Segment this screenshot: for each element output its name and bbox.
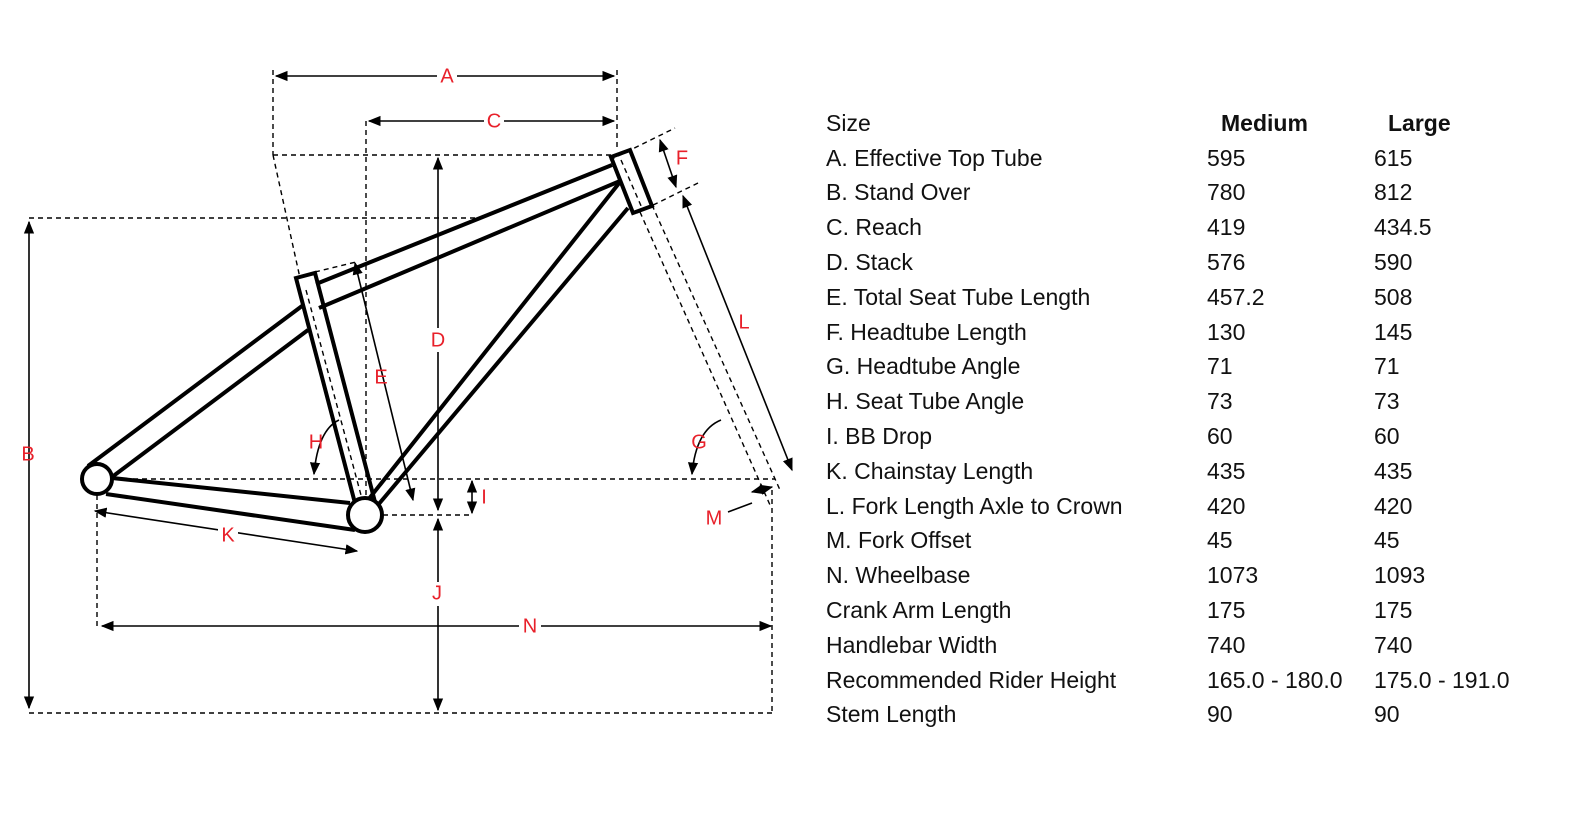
large-value: 420	[1374, 492, 1413, 519]
table-row: E. Total Seat Tube Length 457.2 508	[826, 280, 1534, 315]
construction-lines	[29, 70, 781, 714]
table-row: C. Reach 419 434.5	[826, 210, 1534, 245]
label-a: A	[440, 65, 454, 87]
measurement-name: Crank Arm Length	[826, 597, 1012, 624]
medium-value: 175	[1207, 597, 1246, 624]
rear-axle	[80, 462, 114, 496]
table-row: B. Stand Over 780 812	[826, 176, 1534, 211]
measurement-name: A. Effective Top Tube	[826, 144, 1043, 171]
medium-value: 73	[1207, 388, 1233, 415]
medium-value: 595	[1207, 144, 1246, 171]
label-n: N	[523, 615, 537, 637]
large-value: 145	[1374, 318, 1413, 345]
table-header: Size Medium Large	[826, 106, 1534, 141]
label-h: H	[309, 431, 323, 453]
label-m: M	[706, 507, 723, 529]
table-row: N. Wheelbase 1073 1093	[826, 558, 1534, 593]
medium-value: 60	[1207, 423, 1233, 450]
measurement-name: L. Fork Length Axle to Crown	[826, 492, 1123, 519]
table-row: M. Fork Offset 45 45	[826, 524, 1534, 559]
medium-value: 435	[1207, 457, 1246, 484]
large-value: 740	[1374, 631, 1413, 658]
measurement-name: Stem Length	[826, 701, 957, 728]
table-row: A. Effective Top Tube 595 615	[826, 141, 1534, 176]
large-value: 73	[1374, 388, 1400, 415]
medium-value: 71	[1207, 353, 1233, 380]
large-value: 175	[1374, 597, 1413, 624]
label-i: I	[481, 486, 487, 508]
table-row: H. Seat Tube Angle 73 73	[826, 384, 1534, 419]
measurement-name: F. Headtube Length	[826, 318, 1027, 345]
label-d: D	[431, 329, 445, 351]
header-large: Large	[1388, 109, 1451, 136]
medium-value: 1073	[1207, 562, 1259, 589]
table-row: Handlebar Width 740 740	[826, 628, 1534, 663]
large-value: 1093	[1374, 562, 1426, 589]
large-value: 90	[1374, 701, 1400, 728]
medium-value: 420	[1207, 492, 1246, 519]
table-row: Recommended Rider Height 165.0 - 180.0 175…	[826, 663, 1534, 698]
measurement-name: K. Chainstay Length	[826, 457, 1034, 484]
header-medium: Medium	[1221, 109, 1308, 136]
large-value: 175.0 - 191.0	[1374, 666, 1510, 693]
measurement-name: B. Stand Over	[826, 179, 971, 206]
label-k: K	[221, 524, 235, 546]
large-value: 615	[1374, 144, 1413, 171]
measurement-name: E. Total Seat Tube Length	[826, 283, 1091, 310]
bottom-bracket	[346, 496, 384, 534]
header-size: Size	[826, 109, 871, 136]
table-row: D. Stack 576 590	[826, 245, 1534, 280]
measurement-name: Handlebar Width	[826, 631, 998, 658]
large-value: 60	[1374, 423, 1400, 450]
measurement-name: G. Headtube Angle	[826, 353, 1021, 380]
table-row: I. BB Drop 60 60	[826, 419, 1534, 454]
large-value: 812	[1374, 179, 1413, 206]
medium-value: 45	[1207, 527, 1233, 554]
table-row: L. Fork Length Axle to Crown 420 420	[826, 489, 1534, 524]
large-value: 71	[1374, 353, 1400, 380]
geometry-table: Size Medium Large A. Effective Top Tube 5…	[826, 106, 1534, 732]
label-e: E	[374, 366, 387, 388]
large-value: 435	[1374, 457, 1413, 484]
measurement-name: N. Wheelbase	[826, 562, 971, 589]
measurement-name: Recommended Rider Height	[826, 666, 1117, 693]
label-c: C	[487, 110, 501, 132]
table-row: Stem Length 90 90	[826, 698, 1534, 733]
label-g: G	[691, 431, 707, 453]
medium-value: 457.2	[1207, 283, 1265, 310]
bike-frame	[80, 147, 655, 534]
dimension-lines	[23, 70, 793, 712]
measurement-name: C. Reach	[826, 214, 922, 241]
label-j: J	[432, 582, 442, 604]
table-row: F. Headtube Length 130 145	[826, 315, 1534, 350]
label-f: F	[676, 147, 688, 169]
label-b: B	[21, 443, 34, 465]
medium-value: 130	[1207, 318, 1246, 345]
bike-geometry-diagram: A B C D E F G H I J K L M N	[21, 64, 793, 714]
medium-value: 740	[1207, 631, 1246, 658]
medium-value: 419	[1207, 214, 1246, 241]
medium-value: 165.0 - 180.0	[1207, 666, 1343, 693]
large-value: 508	[1374, 283, 1413, 310]
table-row: Crank Arm Length 175 175	[826, 593, 1534, 628]
measurement-name: H. Seat Tube Angle	[826, 388, 1025, 415]
measurement-name: D. Stack	[826, 249, 913, 276]
medium-value: 90	[1207, 701, 1233, 728]
table-row: G. Headtube Angle 71 71	[826, 350, 1534, 385]
large-value: 434.5	[1374, 214, 1432, 241]
table-row: K. Chainstay Length 435 435	[826, 454, 1534, 489]
measurement-name: I. BB Drop	[826, 423, 933, 450]
measurement-name: M. Fork Offset	[826, 527, 972, 554]
large-value: 590	[1374, 249, 1413, 276]
medium-value: 576	[1207, 249, 1246, 276]
label-l: L	[738, 311, 749, 333]
medium-value: 780	[1207, 179, 1246, 206]
large-value: 45	[1374, 527, 1400, 554]
